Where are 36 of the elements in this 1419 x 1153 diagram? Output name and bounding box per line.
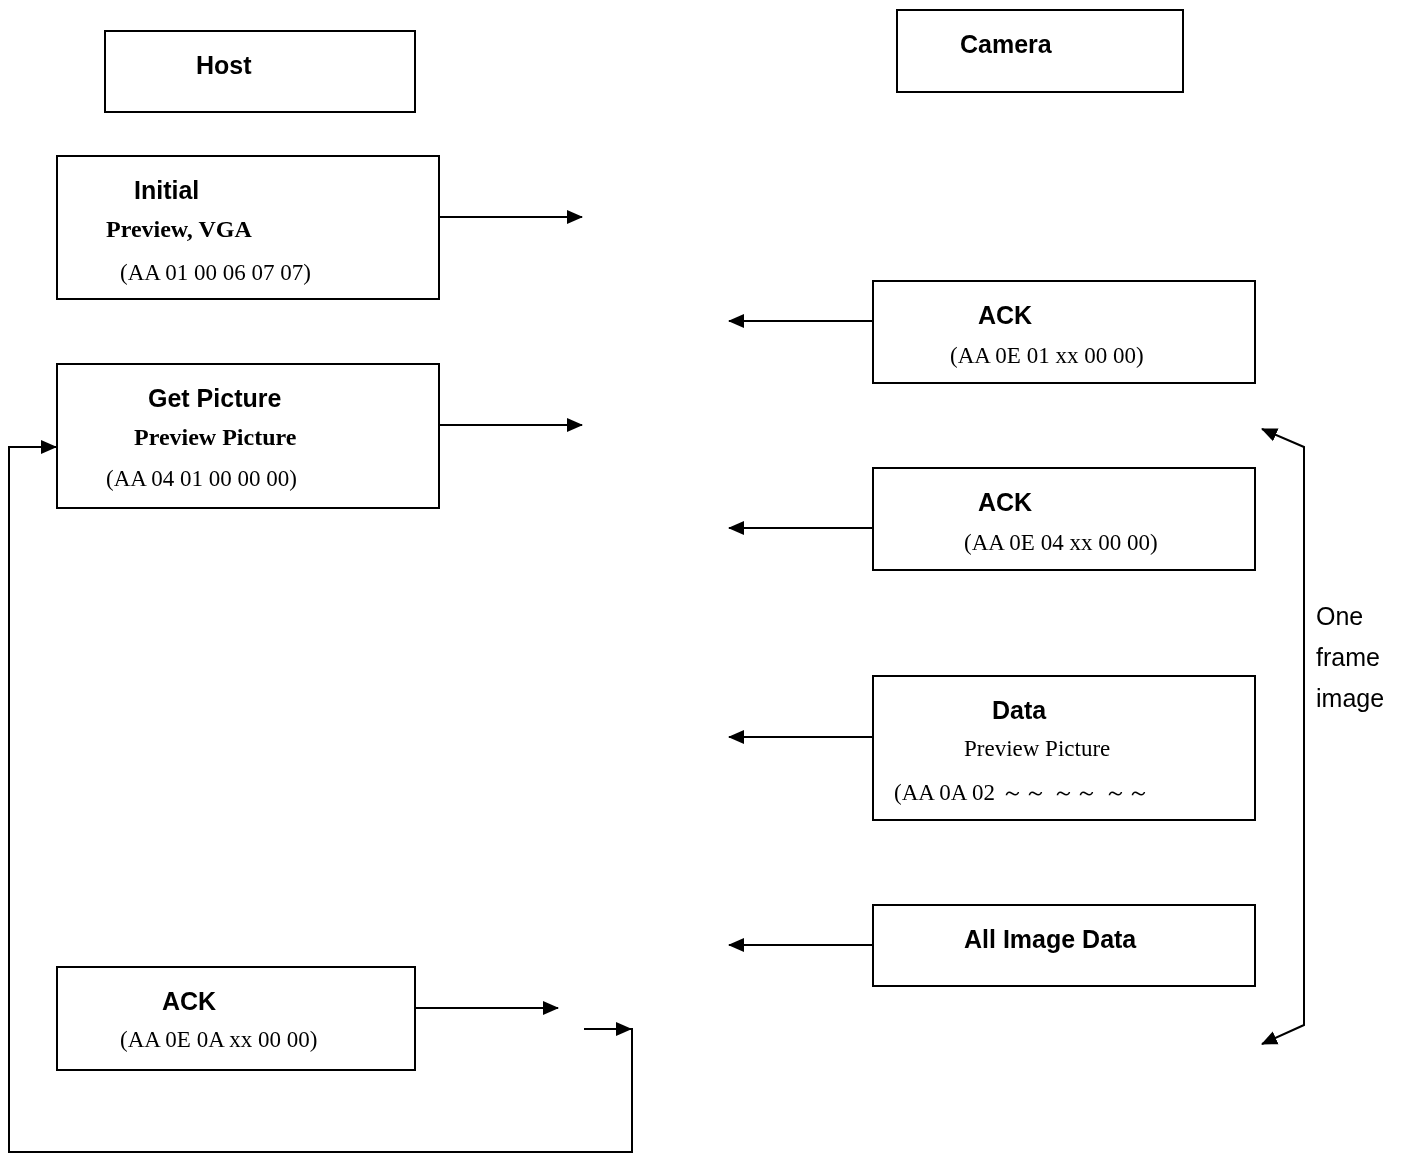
box-text: Preview Picture bbox=[964, 735, 1111, 763]
process-box bbox=[56, 155, 440, 300]
box-heading: ACK bbox=[978, 300, 1033, 330]
box-heading: Get Picture bbox=[148, 383, 282, 413]
arrow bbox=[8, 440, 633, 1153]
arrow bbox=[728, 730, 873, 744]
process-box bbox=[872, 467, 1256, 571]
box-text: (AA 0E 0A xx 00 00) bbox=[120, 1026, 318, 1054]
process-box bbox=[872, 280, 1256, 384]
process-box bbox=[896, 9, 1184, 93]
arrow bbox=[728, 938, 873, 952]
box-heading: Initial bbox=[134, 175, 200, 205]
process-box bbox=[56, 363, 440, 509]
box-text: Preview, VGA bbox=[106, 215, 252, 243]
arrow bbox=[439, 210, 583, 224]
box-heading: ACK bbox=[978, 487, 1033, 517]
box-text: (AA 0E 01 xx 00 00) bbox=[950, 342, 1144, 370]
process-box bbox=[872, 675, 1256, 821]
box-text: (AA 0E 04 xx 00 00) bbox=[964, 529, 1158, 557]
bracket-label: One frame image bbox=[1316, 601, 1386, 714]
box-heading: All Image Data bbox=[964, 924, 1137, 954]
box-heading: Data bbox=[992, 695, 1047, 725]
process-box bbox=[56, 966, 416, 1071]
box-text: (AA 0A 02 ～～ ～～ ～～ bbox=[894, 779, 1151, 807]
arrow bbox=[728, 314, 873, 328]
process-box bbox=[104, 30, 416, 113]
box-text: (AA 04 01 00 00 00) bbox=[106, 465, 298, 493]
box-text: (AA 01 00 06 07 07) bbox=[120, 259, 312, 287]
box-heading: Camera bbox=[960, 29, 1052, 59]
box-heading: Host bbox=[196, 50, 252, 80]
box-heading: ACK bbox=[162, 986, 217, 1016]
arrow bbox=[439, 418, 583, 432]
arrow bbox=[728, 521, 873, 535]
box-text: Preview Picture bbox=[134, 423, 297, 451]
arrow bbox=[415, 1001, 559, 1015]
process-box bbox=[872, 904, 1256, 987]
